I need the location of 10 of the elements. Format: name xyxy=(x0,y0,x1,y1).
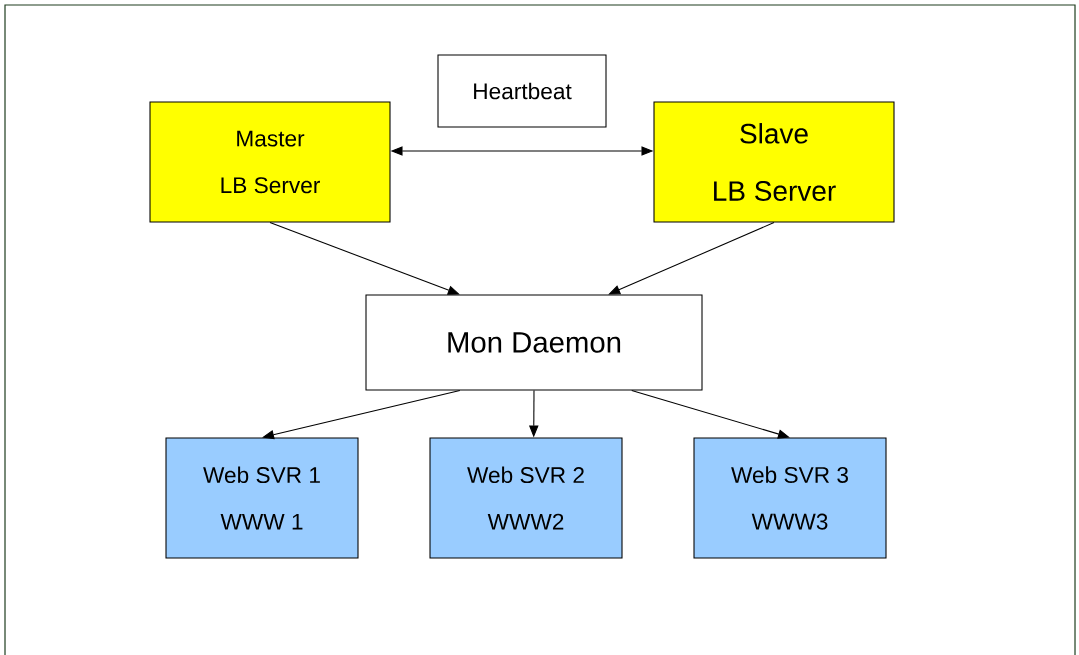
heartbeat-box: Heartbeat xyxy=(437,54,607,128)
web-server-box: Web SVR 2 WWW2 xyxy=(429,437,623,559)
server-box: Master LB Server xyxy=(149,101,391,223)
arrow xyxy=(262,389,461,440)
arrow xyxy=(608,222,775,295)
web-server-box: Web SVR 3 WWW3 xyxy=(693,437,887,559)
server-box: Slave LB Server xyxy=(653,101,895,223)
daemon-box: Mon Daemon xyxy=(365,294,703,391)
web-server-box: Web SVR 1 WWW 1 xyxy=(165,437,359,559)
arrow xyxy=(631,389,790,439)
